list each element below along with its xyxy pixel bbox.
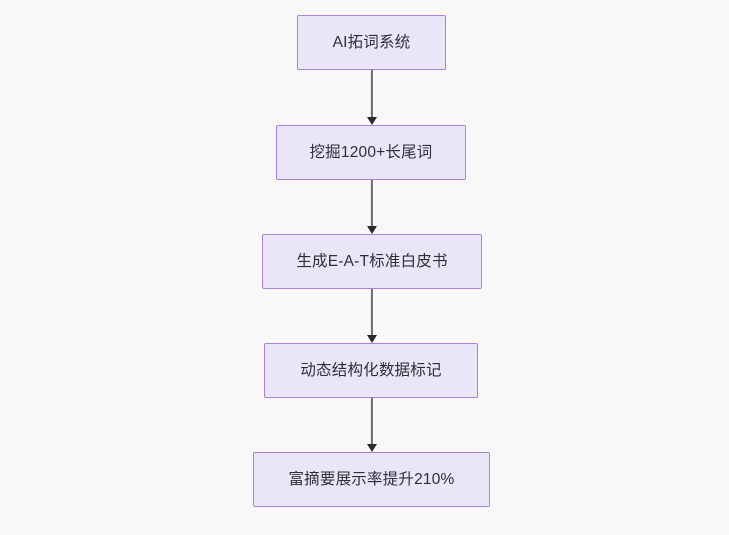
flow-node-label: 生成E-A-T标准白皮书 [296, 252, 448, 270]
connector-line [370, 289, 374, 335]
flow-connector-4 [363, 398, 381, 452]
flow-node-eat-whitepaper[interactable]: 生成E-A-T标准白皮书 [262, 234, 482, 289]
flow-node-structured-data-markup[interactable]: 动态结构化数据标记 [264, 343, 478, 398]
flow-node-label: 挖掘1200+长尾词 [309, 143, 433, 161]
flow-connector-1 [363, 70, 381, 125]
flow-node-label: 动态结构化数据标记 [300, 361, 442, 379]
flow-connector-2 [363, 180, 381, 234]
connector-line [370, 398, 374, 444]
flow-node-rich-snippet-result[interactable]: 富摘要展示率提升210% [253, 452, 490, 507]
flow-connector-3 [363, 289, 381, 343]
connector-line [370, 180, 374, 226]
arrowhead-icon [367, 226, 377, 234]
arrowhead-icon [367, 444, 377, 452]
connector-line [370, 70, 374, 117]
arrowhead-icon [367, 117, 377, 125]
flow-node-label: 富摘要展示率提升210% [288, 470, 455, 488]
flow-node-label: AI拓词系统 [332, 33, 411, 51]
flow-node-ai-keyword-system[interactable]: AI拓词系统 [297, 15, 446, 70]
arrowhead-icon [367, 335, 377, 343]
flow-node-longtail-mining[interactable]: 挖掘1200+长尾词 [276, 125, 466, 180]
